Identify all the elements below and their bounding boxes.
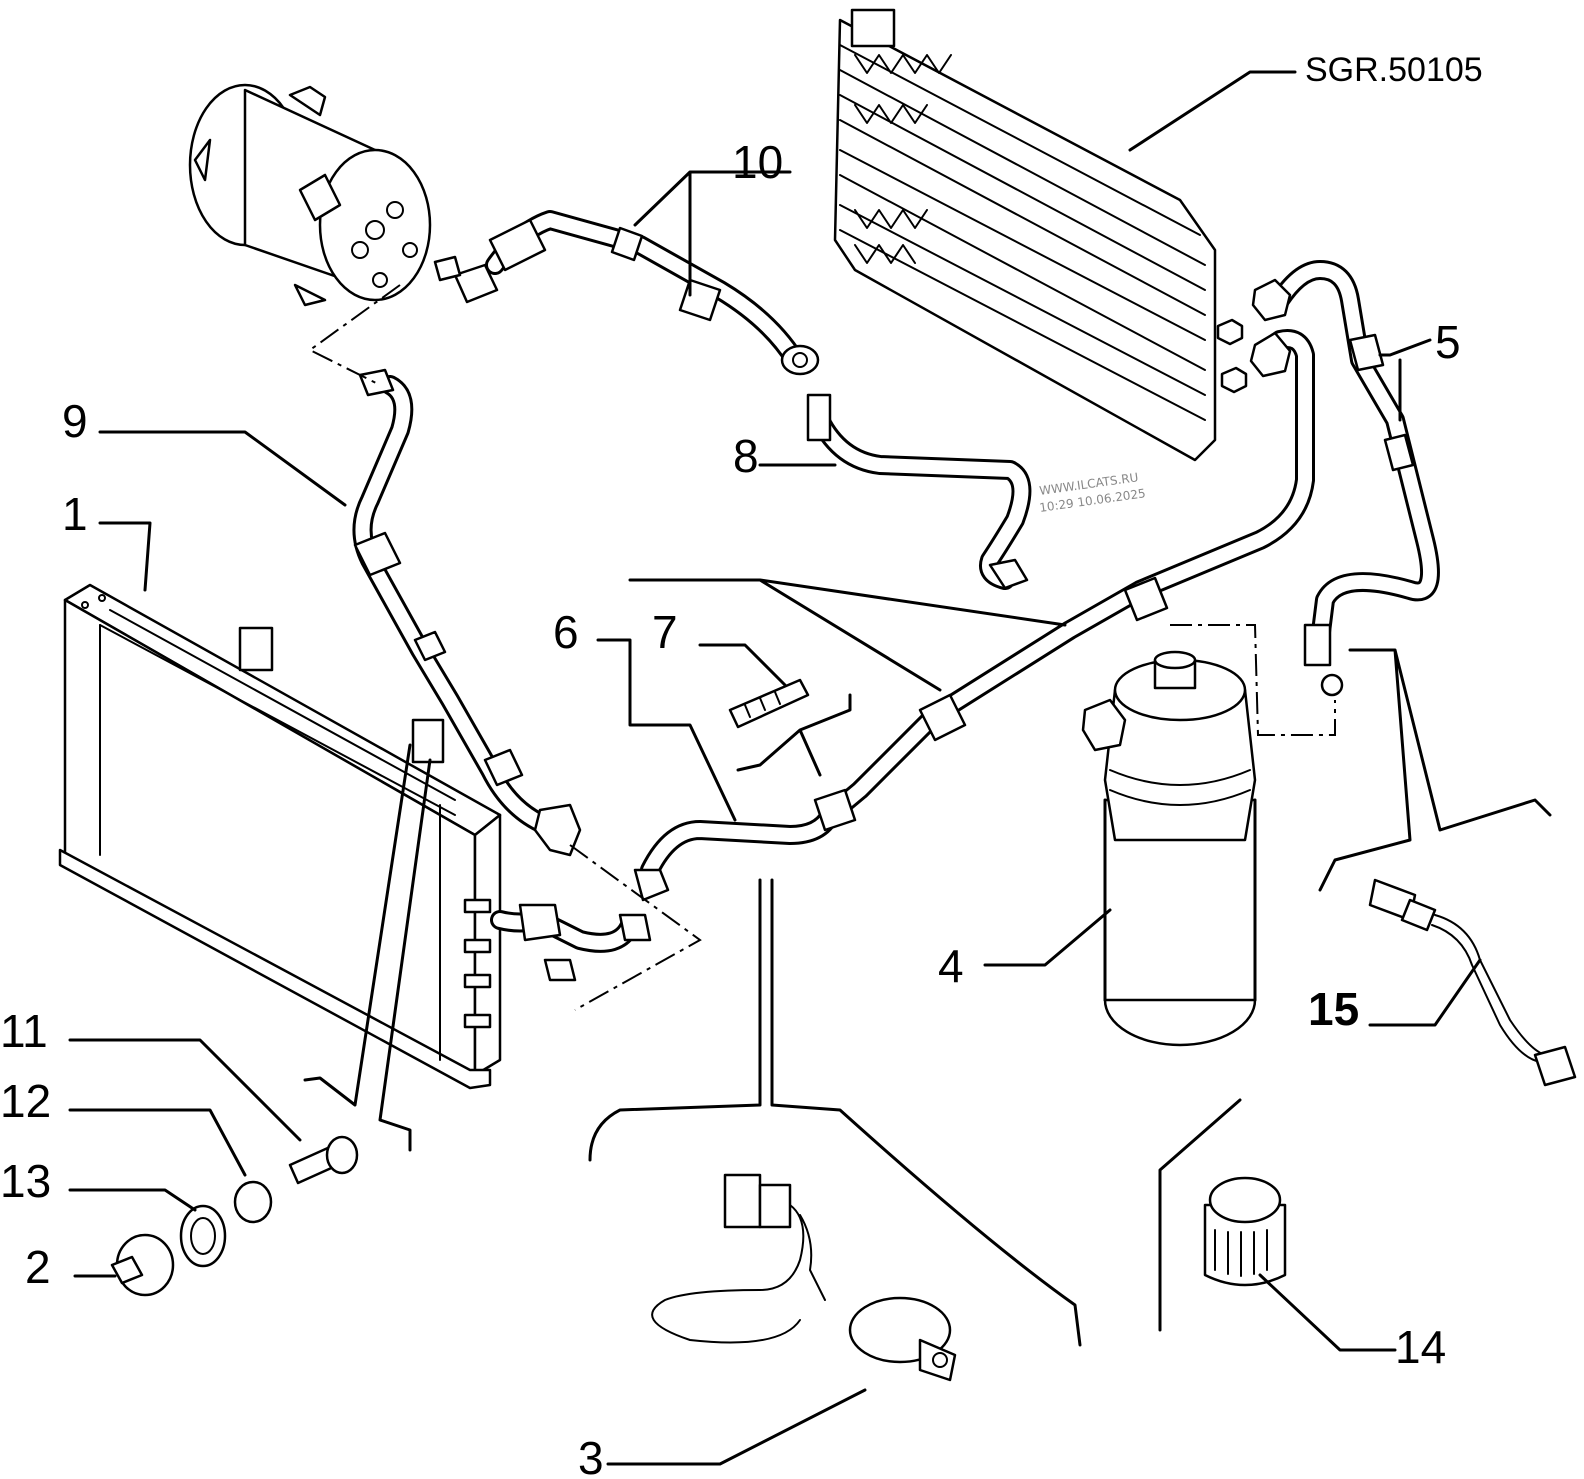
assembly-line xyxy=(1170,624,1336,736)
callout-2: 2 xyxy=(25,1241,51,1293)
receiver-drier xyxy=(1081,650,1257,1047)
callout-6: 6 xyxy=(553,606,579,658)
hose-6 xyxy=(633,329,1315,902)
hose-5 xyxy=(1251,260,1440,697)
callout-11: 11 xyxy=(0,1005,48,1057)
callout-10: 10 xyxy=(732,136,783,188)
assembly-line xyxy=(308,284,401,386)
callout-1: 1 xyxy=(62,488,88,540)
compressor xyxy=(188,83,432,307)
callout-9: 9 xyxy=(62,395,88,447)
condenser xyxy=(58,583,502,1090)
callout-14: 14 xyxy=(1395,1321,1446,1373)
pressure-switch-15 xyxy=(1368,878,1577,1087)
callout-8: 8 xyxy=(733,430,759,482)
condenser-pipe xyxy=(490,903,652,982)
fasteners xyxy=(110,1135,359,1297)
assembly-line xyxy=(569,844,702,1011)
callout-4: 4 xyxy=(938,940,964,992)
callout-15: 15 xyxy=(1308,983,1359,1035)
hose-9 xyxy=(352,368,582,857)
diagram-code: SGR.50105 xyxy=(1305,51,1483,89)
evaporator xyxy=(833,8,1248,462)
pressure-switch-3 xyxy=(651,1173,957,1382)
leader-lines xyxy=(68,70,1552,1466)
callout-7: 7 xyxy=(652,606,678,658)
cap-14 xyxy=(1203,1176,1287,1287)
hose-10 xyxy=(433,210,820,376)
hose-8 xyxy=(806,393,1032,590)
callout-5: 5 xyxy=(1435,316,1461,368)
callout-3: 3 xyxy=(578,1432,604,1479)
callout-12: 12 xyxy=(0,1075,51,1127)
callout-13: 13 xyxy=(0,1155,51,1207)
valve-7 xyxy=(728,678,810,729)
